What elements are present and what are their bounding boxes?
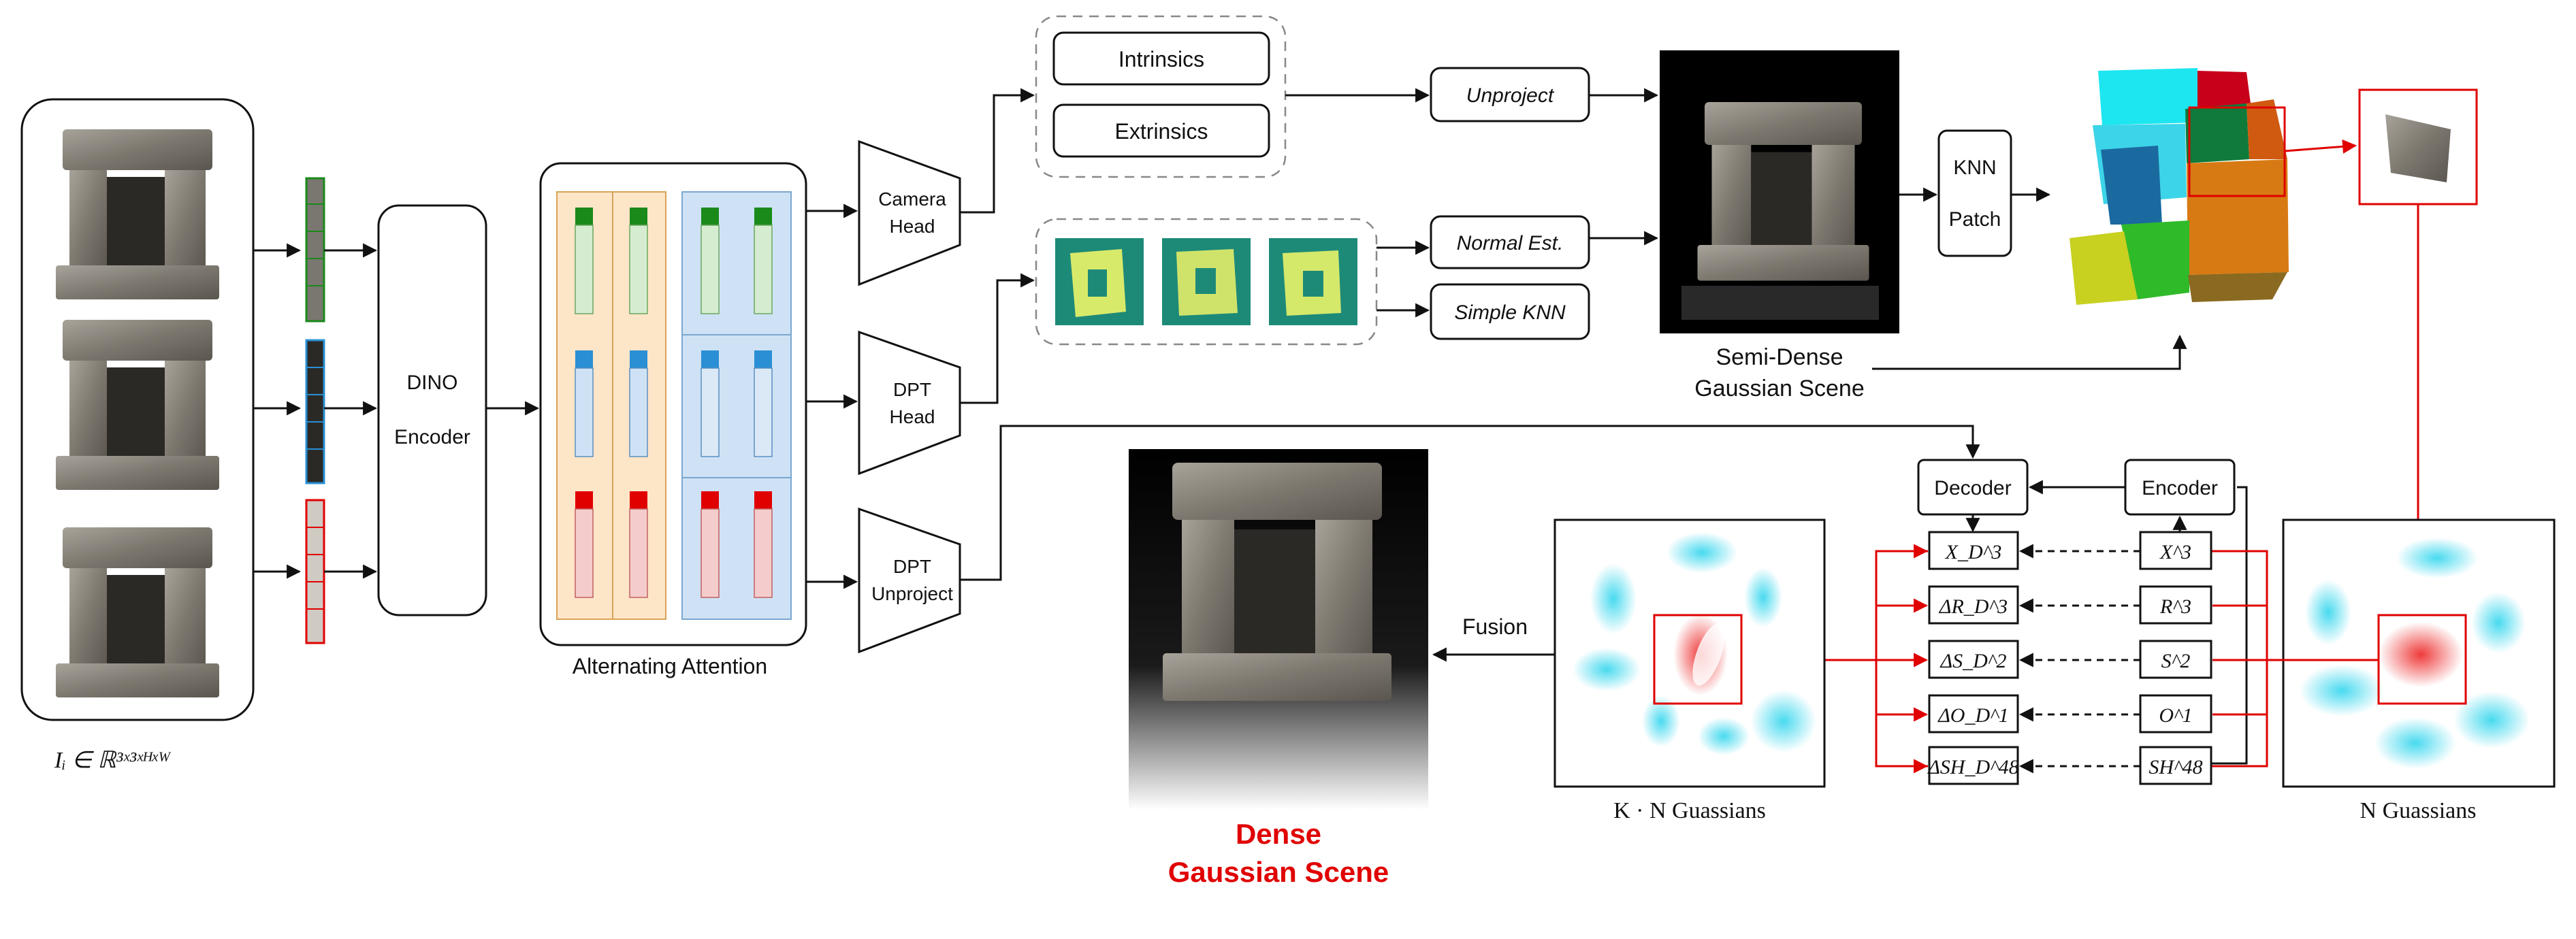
encoder-input-label: S^2 — [2161, 650, 2191, 672]
patch-highlight — [2188, 106, 2286, 197]
encoder-input-label: X^3 — [2159, 541, 2191, 563]
simple-knn-op: Simple KNN — [1430, 283, 1590, 340]
svg-text:DPT: DPT — [893, 379, 931, 400]
decoder-output-box — [1928, 694, 2019, 734]
patch-strip-green — [305, 177, 325, 323]
encoder-box: Encoder — [2124, 459, 2236, 516]
dense-line1: Dense — [1236, 818, 1321, 850]
decoder-output-box — [1928, 746, 2019, 785]
camera-head: Camera Head — [858, 139, 961, 286]
encoder-input-label: R^3 — [2159, 595, 2191, 618]
input-image-2 — [56, 320, 219, 490]
patch-strip-blue — [305, 339, 325, 484]
extrinsics-label: Extrinsics — [1115, 119, 1208, 144]
svg-text:Normal Est.: Normal Est. — [1457, 232, 1564, 254]
decoder-output-label: X_D^3 — [1945, 541, 2002, 563]
kn-gaussians-label: K · N Guassians — [1613, 798, 1766, 823]
n-gaussians-label: N Guassians — [2360, 798, 2477, 823]
normal-map-3 — [1269, 238, 1357, 325]
encoder-input-box — [2139, 531, 2212, 570]
svg-text:Encoder: Encoder — [2142, 477, 2218, 499]
param-rows: X_D^3 X^3ΔR_D^3 R^3ΔS_D^2 S^2ΔO_D^1 O^1ΔSH_D… — [1741, 531, 2379, 785]
semi-dense-line2: Gaussian Scene — [1694, 376, 1865, 401]
semi-dense-line1: Semi-Dense — [1716, 344, 1843, 370]
camera-params-box: Intrinsics Extrinsics — [1035, 15, 1287, 178]
svg-text:Head: Head — [890, 216, 935, 237]
dino-encoder-block: DINO Encoder — [377, 204, 487, 616]
decoder-output-box — [1928, 640, 2019, 679]
dense-line2: Gaussian Scene — [1168, 856, 1389, 888]
patch-strip-red — [305, 499, 325, 644]
decoder-output-label: ΔO_D^1 — [1937, 704, 2009, 727]
encoder-input-box — [2139, 694, 2212, 734]
knn-patch-block: KNN Patch — [1937, 129, 2012, 257]
svg-text:Decoder: Decoder — [1934, 477, 2011, 499]
segmented-point-cloud — [2070, 68, 2289, 305]
normal-maps-box — [1035, 218, 1378, 346]
svg-text:Unproject: Unproject — [1466, 84, 1555, 107]
encoder-line1: DINO — [407, 372, 458, 394]
fusion-label: Fusion — [1462, 614, 1528, 639]
decoder-box: Decoder — [1917, 459, 2029, 516]
input-images-panel — [20, 98, 255, 721]
dpt-unproject-head: DPT Unproject — [858, 507, 961, 654]
unproject-op: Unproject — [1430, 67, 1590, 122]
encoder-input-label: SH^48 — [2148, 756, 2202, 778]
encoder-line2: Encoder — [394, 426, 470, 448]
input-image-1 — [56, 129, 219, 299]
input-image-3 — [56, 527, 219, 697]
decoder-output-label: ΔS_D^2 — [1940, 650, 2007, 672]
encoder-input-label: O^1 — [2159, 704, 2192, 727]
decoder-output-label: ΔR_D^3 — [1939, 595, 2008, 618]
attention-label: Alternating Attention — [573, 654, 767, 678]
alternating-attention-block — [539, 162, 807, 646]
dpt-head: DPT Head — [858, 330, 961, 476]
svg-text:Unproject: Unproject — [871, 583, 953, 604]
svg-text:Head: Head — [890, 406, 935, 427]
encoder-input-box — [2139, 640, 2212, 679]
normal-map-2 — [1162, 238, 1251, 325]
normal-est-op: Normal Est. — [1430, 215, 1590, 269]
normal-map-1 — [1055, 238, 1144, 325]
svg-text:KNN: KNN — [1953, 156, 1996, 179]
semi-dense-scene-image — [1660, 50, 1899, 333]
extracted-patch — [2358, 88, 2478, 205]
svg-text:Camera: Camera — [878, 188, 946, 210]
decoder-output-box — [1928, 585, 2019, 625]
n-gaussians-panel — [2282, 518, 2556, 788]
svg-text:Patch: Patch — [1949, 208, 2001, 231]
encoder-input-box — [2139, 746, 2212, 785]
svg-text:Simple KNN: Simple KNN — [1454, 301, 1566, 324]
intrinsics-label: Intrinsics — [1118, 47, 1204, 71]
dense-scene-image — [1129, 449, 1428, 810]
input-label: Iᵢ ∈ ℝ³ˣ³ˣᴴˣᵂ — [54, 748, 172, 773]
svg-text:DPT: DPT — [893, 556, 931, 577]
decoder-output-box — [1928, 531, 2019, 570]
kn-gaussians-panel — [1553, 518, 1826, 788]
decoder-output-label: ΔSH_D^48 — [1927, 756, 2019, 778]
